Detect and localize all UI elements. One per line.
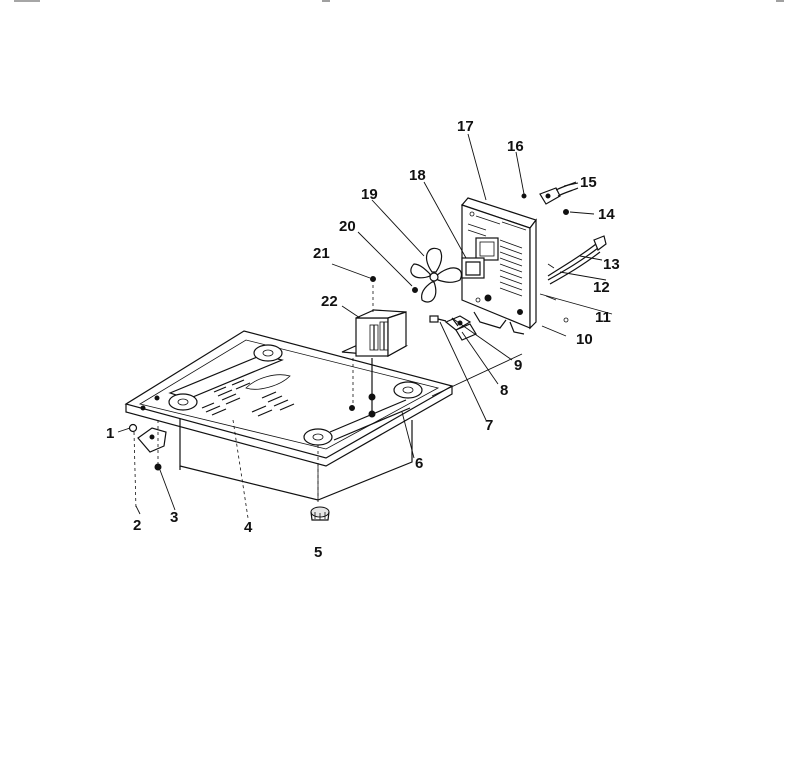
foot-wells: [168, 344, 423, 446]
side-bracket: [128, 420, 167, 511]
rubber-foot: [310, 445, 330, 521]
callout-8: 8: [500, 382, 508, 399]
callout-21: 21: [313, 245, 330, 262]
callout-22: 22: [321, 293, 338, 310]
callout-17: 17: [457, 118, 474, 135]
vent-slots-left: [201, 379, 251, 416]
callout-9: 9: [514, 357, 522, 374]
base-tray: [124, 330, 454, 501]
callout-4: 4: [244, 519, 253, 536]
vent-slots-right: [251, 391, 295, 417]
callout-labels: 1 2 3 4 5 6 7 8 9 10 11 12 13 14 15 16 1…: [106, 118, 620, 561]
callout-6: 6: [415, 455, 423, 472]
callout-15: 15: [580, 174, 597, 191]
callout-19: 19: [361, 186, 378, 203]
transformer: [341, 276, 409, 418]
leader-lines: [117, 133, 613, 519]
callout-3: 3: [170, 509, 178, 526]
callout-20: 20: [339, 218, 356, 235]
power-cord: [539, 181, 607, 323]
callout-1: 1: [106, 425, 114, 442]
callout-14: 14: [598, 206, 615, 223]
fan-blade: [410, 247, 462, 303]
small-brackets: [429, 315, 477, 341]
callout-13: 13: [603, 256, 620, 273]
callout-2: 2: [133, 517, 141, 534]
callout-10: 10: [576, 331, 593, 348]
callout-5: 5: [314, 544, 322, 561]
callout-16: 16: [507, 138, 524, 155]
callout-18: 18: [409, 167, 426, 184]
callout-7: 7: [485, 417, 493, 434]
callout-12: 12: [593, 279, 610, 296]
control-panel: [460, 193, 537, 335]
callout-11: 11: [595, 309, 611, 326]
